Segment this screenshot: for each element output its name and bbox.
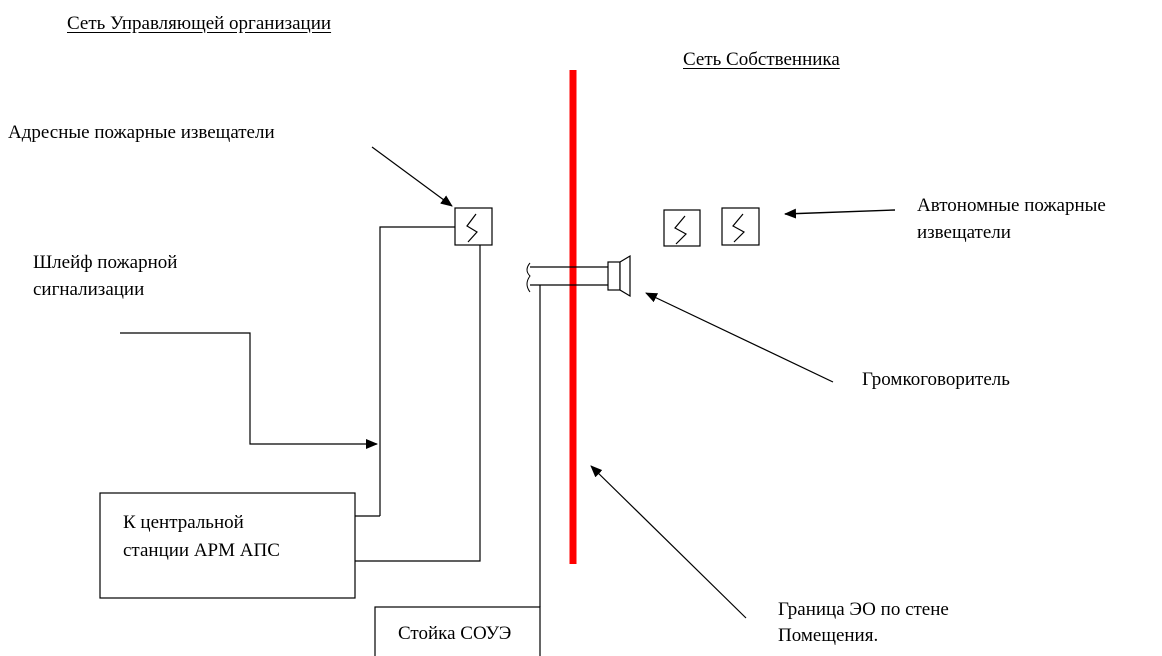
addressable-detectors-label: Адресные пожарные извещатели <box>8 122 275 143</box>
detector-return-line <box>355 245 481 562</box>
central-station-box <box>99 492 356 599</box>
central-station-label-line2: станции АРМ АПС <box>123 540 280 561</box>
loudspeaker-icon <box>607 254 631 298</box>
alarm-loop-label-line2: сигнализации <box>33 279 145 300</box>
alarm-loop-line <box>120 332 378 449</box>
detector-feed-line <box>379 226 455 516</box>
arrow-to-autonomous-detectors <box>784 208 896 219</box>
alarm-loop-label-line1: Шлейф пожарной <box>33 252 178 273</box>
loudspeaker-label: Громкоговоритель <box>862 369 1010 390</box>
central-station-label-line1: К центральной <box>123 512 244 533</box>
soue-rack-label: Стойка СОУЭ <box>398 623 512 644</box>
addressable-detector-icon <box>454 207 493 246</box>
autonomous-detector-icon-2 <box>721 207 760 246</box>
soue-rack-box <box>374 606 541 656</box>
boundary-label-line1: Граница ЭО по стене <box>778 599 949 620</box>
arrow-to-boundary <box>590 465 747 619</box>
owner-network-title: Сеть Собственника <box>683 49 840 70</box>
autonomous-detector-icon-1 <box>663 209 701 247</box>
management-network-title: Сеть Управляющей организации <box>67 13 332 34</box>
arrow-to-loudspeaker <box>645 292 834 383</box>
speaker-cable <box>526 262 608 607</box>
arrow-to-addressable-detector <box>371 146 453 207</box>
autonomous-detectors-label-line2: извещатели <box>917 222 1011 243</box>
autonomous-detectors-label-line1: Автономные пожарные <box>917 195 1106 216</box>
boundary-label-line2: Помещения. <box>778 625 879 646</box>
